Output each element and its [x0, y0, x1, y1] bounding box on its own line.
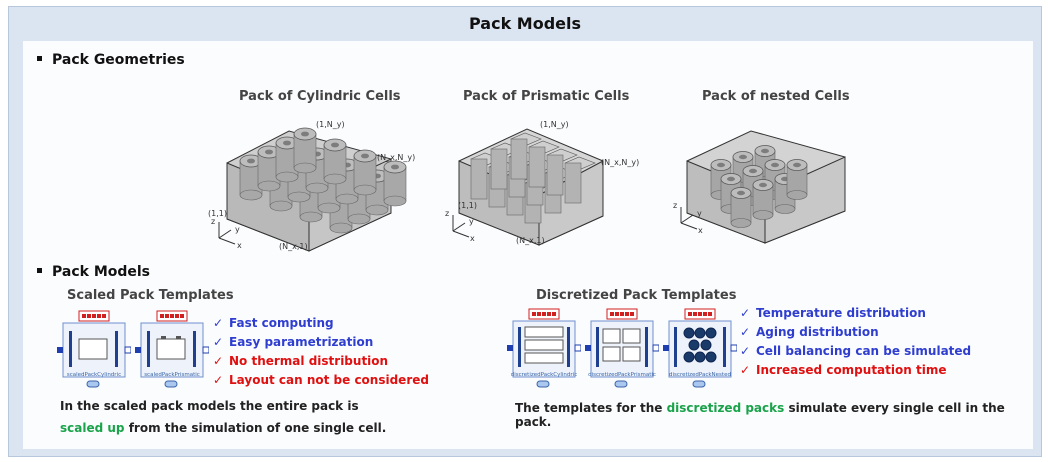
template-label: discretizedPackNested	[669, 372, 731, 378]
check-item: ✓ Temperature distribution	[740, 304, 971, 323]
cyl-label-right: (N_x,N_y)	[377, 153, 416, 162]
check-icon: ✓	[740, 363, 751, 377]
template-label: scaledPackPrismatic	[144, 372, 200, 378]
cyl-label-top: (1,N_y)	[316, 120, 345, 129]
discretized-note: The templates for the discretized packs …	[515, 401, 1033, 429]
check-text: Aging distribution	[756, 325, 879, 339]
check-icon: ✓	[213, 316, 224, 330]
axis-z: z	[445, 209, 450, 218]
check-text: Layout can not be considered	[229, 373, 429, 387]
template-scaled-prismatic[interactable]	[135, 309, 209, 391]
check-icon: ✓	[740, 344, 751, 358]
pri-label-bottom: (N_x,1)	[516, 236, 545, 245]
slide-frame: Pack Models Pack Geometries Pack of Cyli…	[8, 6, 1042, 457]
check-icon: ✓	[213, 335, 224, 349]
check-text: No thermal distribution	[229, 354, 389, 368]
check-text: Cell balancing can be simulated	[756, 344, 972, 358]
scaled-note-line2: scaled up from the simulation of one sin…	[60, 421, 386, 435]
check-item: ✓ Fast computing	[213, 314, 429, 333]
axis-y: y	[235, 225, 240, 234]
axis-z: z	[673, 201, 678, 210]
check-text: Easy parametrization	[229, 335, 374, 349]
scaled-note-line1: In the scaled pack models the entire pac…	[60, 399, 359, 413]
section-models-label: Pack Models	[52, 264, 151, 280]
check-item: ✓ Easy parametrization	[213, 333, 429, 352]
page-title: Pack Models	[468, 14, 581, 33]
check-item: ✓ Aging distribution	[740, 323, 971, 342]
discretized-note-post: simulate every single cell in the pack.	[515, 401, 1005, 429]
discretized-note-highlight: discretized packs	[666, 401, 785, 415]
bullet-square	[37, 267, 42, 273]
template-label: discretizedPackCylindric	[510, 372, 578, 378]
discretized-note-pre: The templates for the	[515, 401, 667, 415]
axis-x: x	[470, 234, 475, 243]
section-models: Pack Models	[37, 264, 150, 280]
section-geometries-label: Pack Geometries	[52, 52, 185, 68]
nested-pack-diagram	[686, 130, 846, 244]
check-text: Temperature distribution	[756, 306, 926, 320]
check-icon: ✓	[213, 373, 224, 387]
geometry-title-nested: Pack of nested Cells	[702, 89, 850, 104]
pri-label-right: (N_x,N_y)	[601, 158, 640, 167]
scaled-templates-title: Scaled Pack Templates	[67, 288, 234, 303]
content-panel: Pack Geometries Pack of Cylindric Cells …	[23, 41, 1033, 449]
check-item: ✓ Increased computation time	[740, 361, 971, 380]
template-discretized-nested[interactable]	[663, 307, 737, 391]
template-discretized-cylindric[interactable]	[507, 307, 581, 391]
bullet-square	[37, 55, 42, 61]
check-icon: ✓	[740, 325, 751, 339]
axis-x: x	[237, 241, 242, 250]
geometry-title-cylindric: Pack of Cylindric Cells	[239, 89, 401, 104]
axis-z: z	[211, 217, 216, 226]
scaled-note-highlight: scaled up	[60, 421, 125, 435]
check-item: ✓ Cell balancing can be simulated	[740, 342, 971, 361]
axis-y: y	[469, 217, 474, 226]
prismatic-pack-diagram	[458, 128, 604, 246]
axis-y: y	[697, 209, 702, 218]
axis-icon	[680, 207, 698, 230]
check-item: ✓ Layout can not be considered	[213, 371, 429, 390]
check-text: Fast computing	[229, 316, 334, 330]
discretized-templates-title: Discretized Pack Templates	[536, 288, 737, 303]
axis-x: x	[698, 226, 703, 235]
scaled-checklist: ✓ Fast computing ✓ Easy parametrization ✓ N…	[213, 314, 429, 390]
template-discretized-prismatic[interactable]	[585, 307, 659, 391]
discretized-checklist: ✓ Temperature distribution ✓ Aging distrib…	[740, 304, 971, 380]
check-icon: ✓	[213, 354, 224, 368]
geometry-title-prismatic: Pack of Prismatic Cells	[463, 89, 630, 104]
scaled-note-rest: from the simulation of one single cell.	[124, 421, 387, 435]
axis-icon	[452, 215, 470, 238]
check-text: Increased computation time	[756, 363, 947, 377]
pri-label-top: (1,N_y)	[540, 120, 569, 129]
cyl-label-bottom: (N_x,1)	[279, 242, 308, 251]
template-scaled-cylindric[interactable]	[57, 309, 131, 391]
cyl-label-left: (1,1)	[208, 209, 227, 218]
template-label: discretizedPackPrismatic	[588, 372, 656, 378]
check-item: ✓ No thermal distribution	[213, 352, 429, 371]
axis-icon	[218, 222, 236, 245]
pri-label-left: (1,1)	[458, 201, 477, 210]
cylindric-pack-diagram	[226, 127, 407, 252]
template-label: scaledPackCylindric	[66, 372, 122, 378]
check-icon: ✓	[740, 306, 751, 320]
section-geometries: Pack Geometries	[37, 52, 185, 68]
